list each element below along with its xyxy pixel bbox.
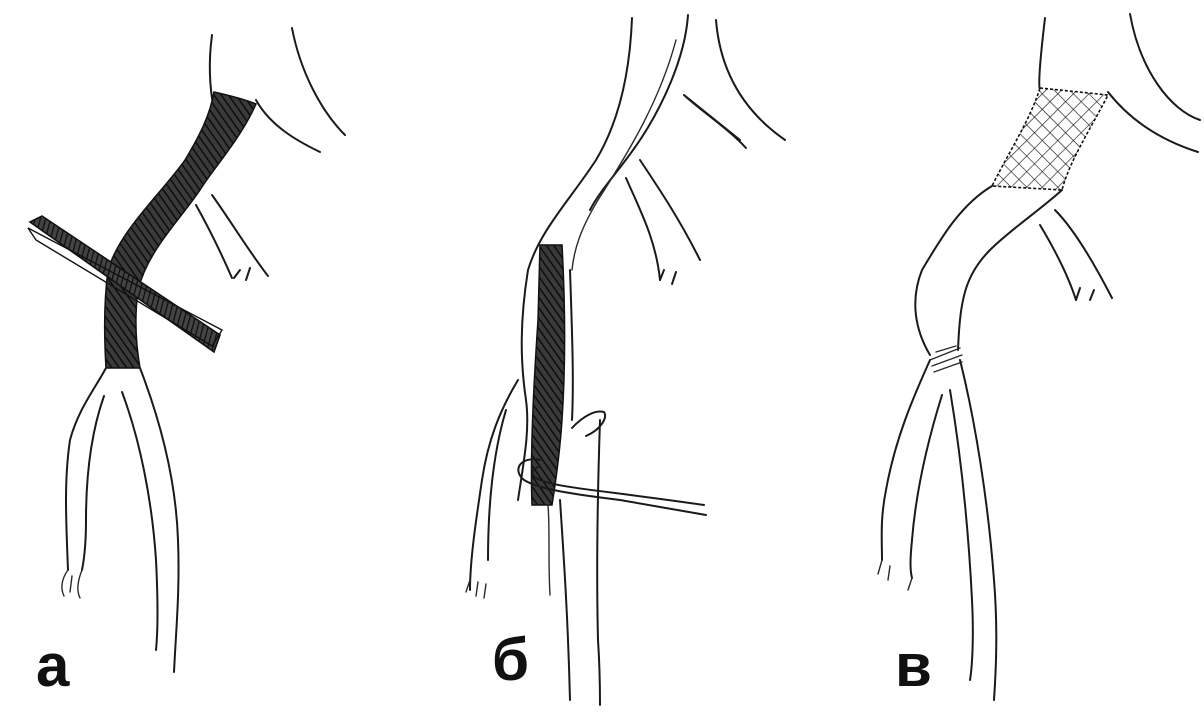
panel-v-drawing — [878, 14, 1200, 700]
panel-b-drawing — [466, 15, 785, 705]
panel-label-b: б — [492, 630, 529, 690]
vascular-graft — [992, 88, 1108, 190]
removed-core — [531, 245, 564, 505]
panel-a-drawing — [28, 28, 345, 672]
panel-label-a: а — [36, 636, 69, 696]
panel-label-v: в — [895, 636, 932, 696]
